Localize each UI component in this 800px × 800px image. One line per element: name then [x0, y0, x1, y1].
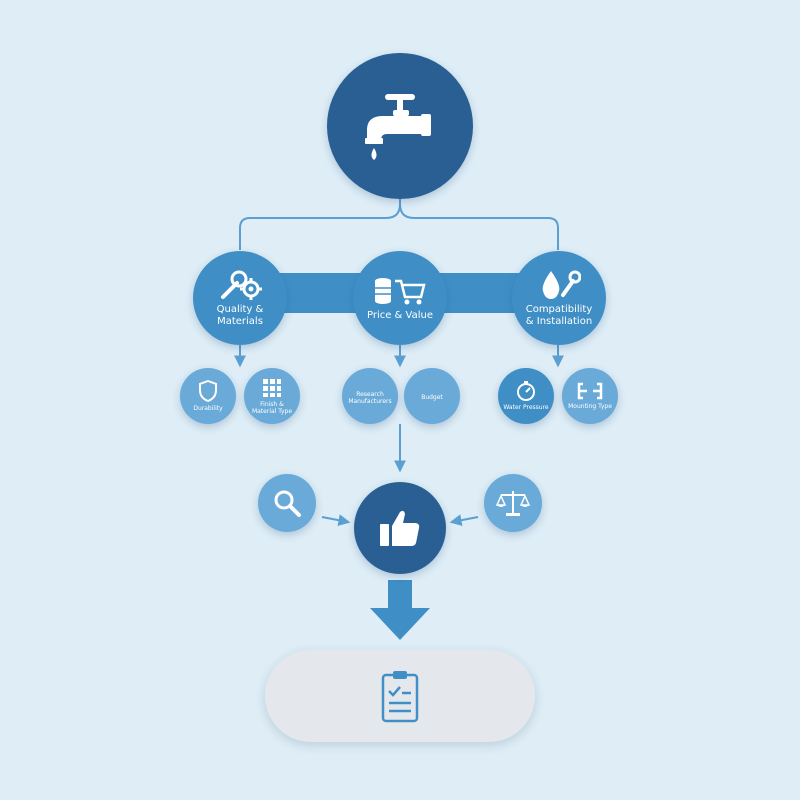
grid-icon — [263, 378, 281, 397]
gauge-icon — [517, 381, 535, 401]
coins-cart-icon — [375, 277, 426, 304]
subcriterion-finish-material: Finish & Material Type — [244, 368, 300, 424]
subcriterion-research-manufacturers: Research Manufacturers — [342, 368, 398, 424]
subcriterion-label: Mounting Type — [568, 403, 612, 410]
criterion-price-value: Price & Value — [353, 251, 447, 345]
subcriterion-durability: Durability — [180, 368, 236, 424]
subcriterion-label: Budget — [421, 394, 443, 401]
decision-arrow-right — [449, 514, 479, 527]
subcriterion-label: Durability — [193, 405, 223, 412]
faucet-icon — [365, 94, 431, 160]
result-pill — [265, 650, 535, 742]
balance-scale-icon — [496, 491, 530, 516]
subcriterion-label: Finish & Material Type — [251, 400, 293, 415]
criterion-label: Compatibility & Installation — [525, 303, 593, 327]
subcriterion-label: Research Manufacturers — [348, 390, 392, 405]
checklist-clipboard-icon — [381, 671, 419, 723]
evaluation-compare-node — [484, 474, 542, 532]
thumbs-up-icon — [380, 510, 420, 546]
criterion-label: Price & Value — [366, 309, 433, 321]
wrench-gear-icon — [221, 270, 262, 300]
result-down-arrow — [370, 580, 430, 640]
decision-arrow-left — [321, 514, 351, 527]
shield-icon — [199, 380, 217, 402]
evaluation-research-node — [258, 474, 316, 532]
subcriterion-budget: Budget — [404, 368, 460, 424]
subcriterion-mounting-type: Mounting Type — [562, 368, 618, 424]
root-to-criteria-connector — [239, 192, 559, 250]
water-drop-wrench-icon — [542, 270, 581, 299]
criterion-label: Quality & Materials — [216, 303, 264, 327]
subcriterion-label: Water Pressure — [503, 404, 549, 411]
subcriterion-water-pressure: Water Pressure — [498, 368, 554, 424]
magnifier-icon — [274, 490, 301, 517]
decision-approval-node — [354, 482, 446, 574]
criterion-quality-materials: Quality & Materials — [193, 251, 287, 345]
pipe-fitting-icon — [577, 382, 603, 400]
criterion-compatibility-installation: Compatibility & Installation — [512, 251, 606, 345]
root-faucet-node — [327, 53, 473, 199]
